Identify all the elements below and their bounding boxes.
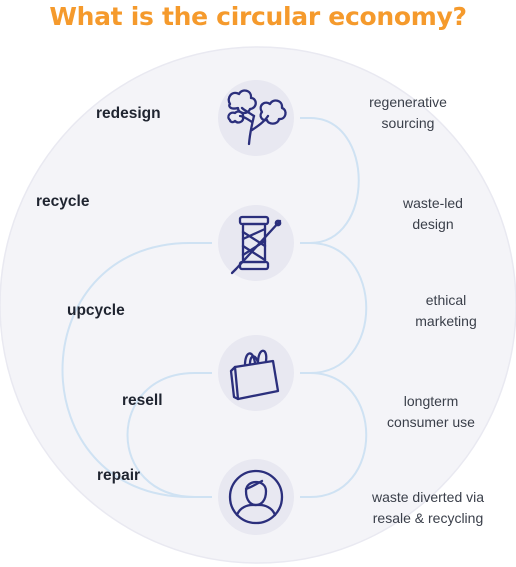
label-line: waste-led: [403, 195, 463, 211]
label-line: marketing: [415, 313, 477, 329]
label-line: design: [412, 216, 454, 232]
label-waste-led-design: waste-led design: [353, 193, 513, 235]
label-resell: resell: [122, 392, 163, 409]
label-waste-diverted: waste diverted via resale & recycling: [348, 487, 508, 529]
connector-right-3: [300, 372, 368, 498]
label-ethical-marketing: ethical marketing: [366, 290, 516, 332]
label-line: waste diverted via: [371, 489, 485, 505]
connector-left-resell: [126, 372, 212, 498]
label-longterm-consumer-use: longterm consumer use: [351, 391, 511, 433]
label-line: ethical: [425, 292, 467, 308]
connector-left-recycle: [61, 242, 212, 498]
label-line: regenerative: [369, 94, 447, 110]
shopping-bag-icon: [218, 335, 294, 411]
label-repair: repair: [97, 467, 141, 484]
label-regenerative-sourcing: regenerative sourcing: [328, 92, 488, 134]
label-recycle: recycle: [36, 193, 90, 210]
label-line: resale & recycling: [372, 510, 484, 526]
connector-right-2: [300, 242, 368, 374]
label-line: longterm: [403, 393, 459, 409]
label-upcycle: upcycle: [67, 302, 125, 319]
person-icon: [218, 459, 294, 535]
cotton-plant-icon: [218, 80, 294, 156]
background-circle: [0, 46, 516, 564]
label-line: consumer use: [387, 414, 475, 430]
label-redesign: redesign: [96, 105, 161, 122]
page-title: What is the circular economy?: [49, 2, 467, 31]
thread-spool-needle-icon: [218, 205, 294, 281]
connector-lines: [61, 117, 368, 498]
connector-right-1: [300, 117, 360, 244]
label-line: sourcing: [381, 115, 435, 131]
